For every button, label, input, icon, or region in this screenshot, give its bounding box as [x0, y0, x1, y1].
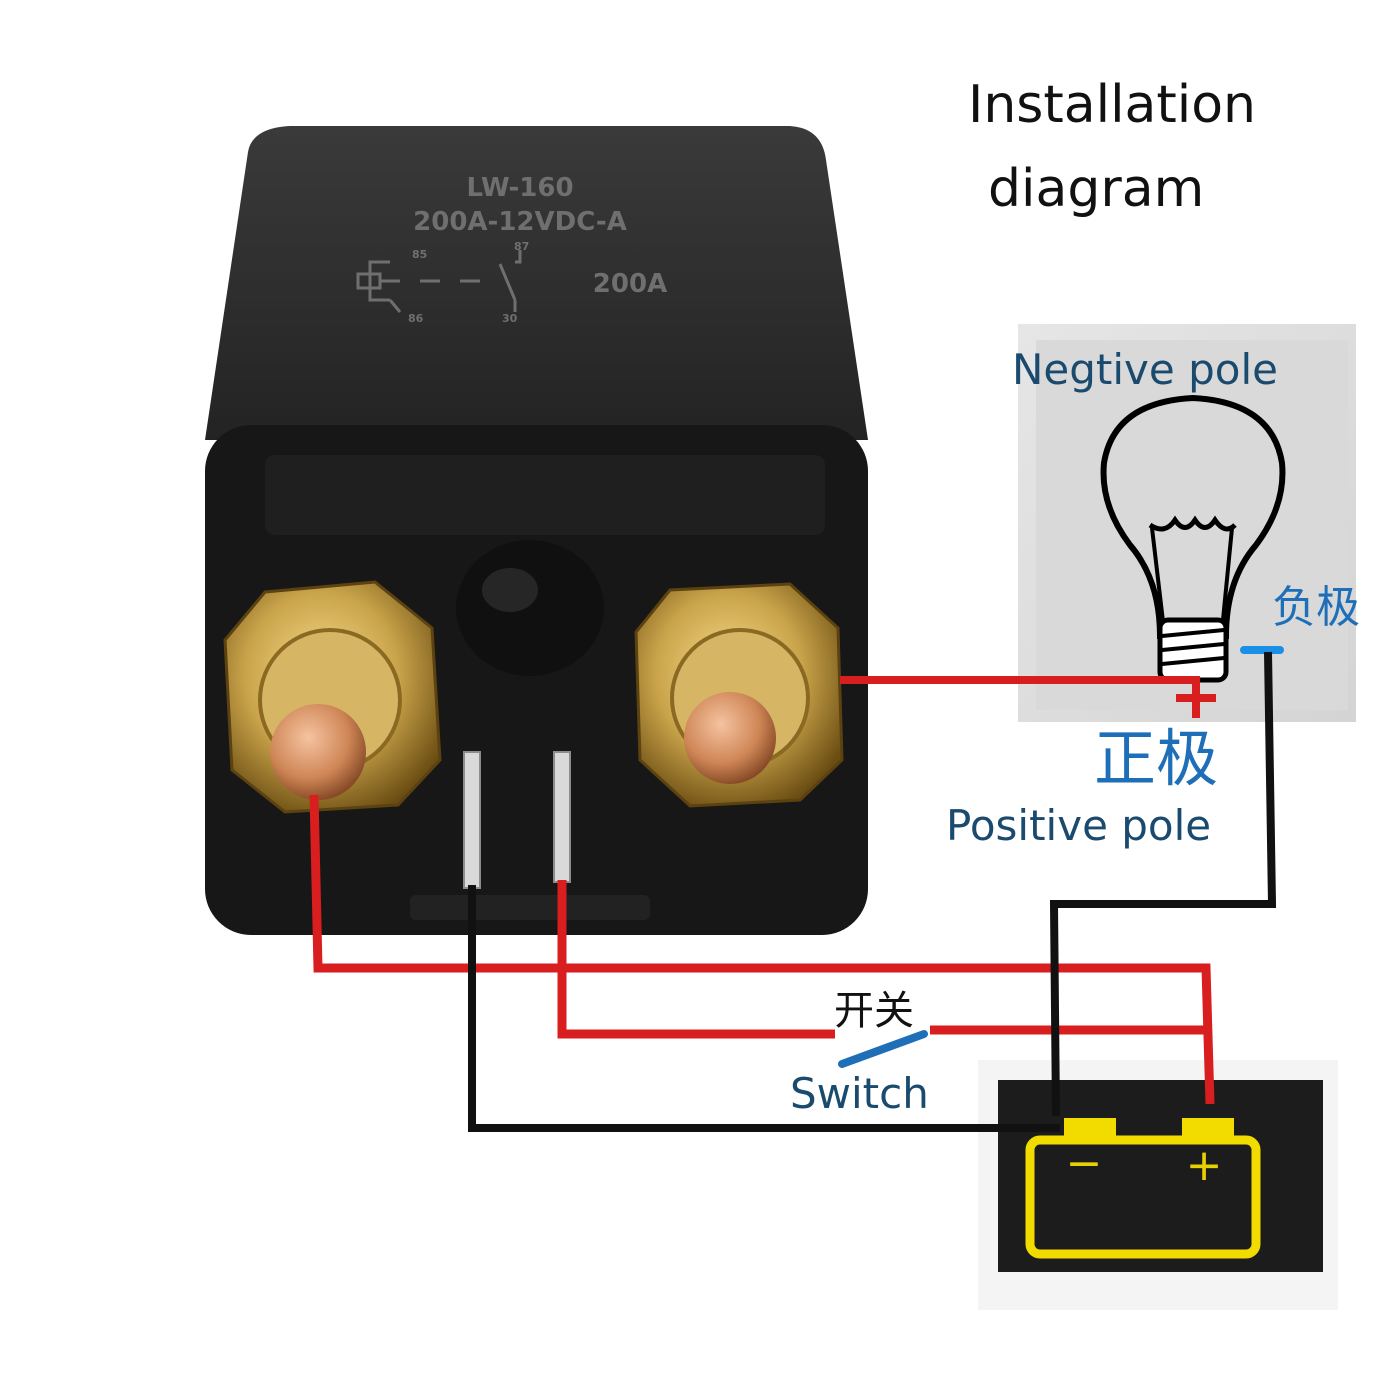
battery: − + — [978, 1060, 1338, 1310]
switch-label: Switch — [790, 1069, 929, 1118]
relay-top-face — [205, 126, 868, 440]
battery-body — [998, 1080, 1323, 1272]
switch-lever — [838, 1030, 928, 1068]
battery-plus-sign: + — [1186, 1140, 1223, 1191]
title-line-1: Installation — [968, 75, 1256, 135]
relay-bottom-ridge — [410, 895, 650, 920]
negative-pole-label: Negtive pole — [1012, 345, 1278, 394]
wire-terminal-to-bulb-positive — [840, 676, 1200, 690]
bulb-filament — [1148, 515, 1237, 532]
relay-pin-85: 85 — [412, 248, 427, 261]
switch-cn-label: 开关 — [834, 988, 914, 1034]
wiring — [309, 651, 1277, 1132]
switch: 开关 Switch — [790, 988, 929, 1118]
wire-bulb-negative-to-battery — [1049, 651, 1277, 1117]
relay-model: LW-160 — [466, 173, 573, 203]
relay-schematic-symbol — [356, 250, 522, 313]
wire-control-to-battery-negative — [468, 885, 1060, 1132]
battery-terminal-positive — [1182, 1118, 1234, 1140]
bulb-lead-left — [1150, 527, 1166, 631]
wire-control-to-switch — [557, 880, 835, 1039]
relay-current: 200A — [593, 269, 667, 299]
bulb-glass — [1100, 394, 1286, 639]
relay-front-recess — [265, 455, 825, 535]
relay-pin-87: 87 — [514, 240, 529, 253]
bulb-screw-threads — [1161, 628, 1225, 666]
relay-indicator-dome — [456, 540, 604, 676]
relay-indicator-highlight — [482, 568, 538, 612]
battery-terminal-negative — [1064, 1118, 1116, 1140]
relay-pin-86: 86 — [408, 312, 424, 325]
battery-outline — [1025, 1135, 1261, 1259]
negative-pole-minus-sign — [1240, 646, 1284, 654]
control-pin-right — [553, 751, 571, 883]
wire-terminal-to-battery-positive — [309, 794, 1215, 1105]
control-pin-left — [463, 751, 481, 889]
battery-minus-sign: − — [1066, 1138, 1103, 1189]
positive-pole-cn-label: 正极 — [1094, 722, 1218, 795]
terminal-left-stud — [270, 704, 366, 800]
positive-pole-label: Positive pole — [946, 801, 1211, 850]
bulb-lead-right — [1220, 527, 1234, 631]
negative-pole-cn-label: 负极 — [1272, 582, 1360, 633]
relay-rating: 200A-12VDC-A — [413, 207, 627, 237]
bulb-panel: Negtive pole 负极 正极 Positive pole — [946, 324, 1360, 850]
terminal-right — [634, 582, 844, 808]
terminal-right-stud — [684, 692, 776, 784]
terminal-left — [223, 580, 442, 814]
diagram-title: Installation diagram — [968, 75, 1256, 219]
relay-pin-30: 30 — [502, 312, 518, 325]
positive-pole-plus-vertical — [1192, 678, 1200, 718]
title-line-2: diagram — [988, 159, 1204, 219]
relay: LW-160 200A-12VDC-A 200A 85 87 86 30 — [205, 126, 868, 935]
